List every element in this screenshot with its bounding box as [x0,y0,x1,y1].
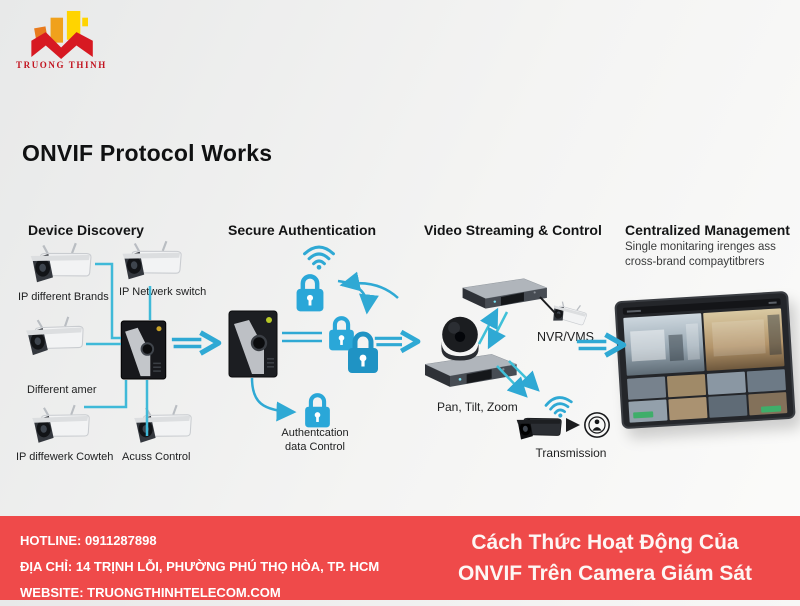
footer-caption-line2: ONVIF Trên Camera Giám Sát [457,562,753,585]
monitor-green-button [633,411,654,419]
bullet-camera-icon [126,401,200,451]
step-arrow-icon [374,328,422,355]
label-access-control: Acuss Control [122,451,191,463]
bullet-camera-icon [22,239,99,290]
transmission-camera-icon [509,409,569,446]
padlock-icon [301,390,334,430]
camera-feed [623,313,705,376]
subtitle-line2: cross-brand compaytitbrers [625,256,765,268]
camera-feed [703,308,785,371]
step-arrow-icon [171,329,223,357]
label-ip-network-switch: IP Netwerk switch [119,286,207,298]
ptz-camera [441,316,479,361]
monitor-main-feeds [623,308,785,376]
label-transmission: Transmission [535,446,607,460]
nvr-device [458,274,550,314]
padlock-icon [292,271,328,314]
auth-caption-line2: data Control [285,441,345,453]
subtitle-line1: Single monitaring irenges ass [625,241,776,253]
footer-caption: Cách Thức Hoạt Động Của ONVIF Trên Camer… [420,527,790,589]
brand-logo-text: TRUONG THINH [16,60,107,70]
brand-logo: TRUONG THINH [16,8,126,70]
footer-caption-line1: Cách Thức Hoạt Động Của [471,531,739,554]
label-different-camera: Different amer [27,384,97,396]
auth-caption-line1: Authentcation [281,427,349,439]
monitor-green-button [760,405,782,413]
brand-logo-icon [31,10,93,59]
step-arrow-icon [576,330,628,360]
step-title-video-streaming: Video Streaming & Control [424,222,602,238]
footer-address: ĐỊA CHỈ: 14 TRỊNH LỖI, PHƯỜNG PHÚ THỌ HÒ… [20,559,380,574]
page-title: ONVIF Protocol Works [22,140,273,166]
step-title-secure-authentication: Secure Authentication [228,222,377,238]
bullet-camera-icon [18,312,92,363]
label-ip-different-brands: IP different Brands [18,291,109,303]
footer-contact-block: HOTLINE: 0911287898 ĐỊA CHỈ: 14 TRỊNH LỖ… [20,528,379,606]
footer-website: WEBSITE: TRUONGTHINHTELECOM.COM [20,585,281,600]
bullet-camera-icon [24,401,98,451]
step-title-centralized-management: Centralized Management [625,222,790,238]
bullet-camera-icon [115,238,190,288]
mini-camera-icon [546,298,592,332]
label-authentication-data-control: Authentcation data Control [258,426,372,454]
footer-hotline: HOTLINE: 0911287898 [20,533,157,548]
step-title-device-discovery: Device Discovery [28,222,144,238]
wifi-icon [300,243,338,270]
footer-bar: HOTLINE: 0911287898 ĐỊA CHỈ: 14 TRỊNH LỖ… [0,516,800,600]
broadcast-icon [584,412,610,438]
label-ip-camera: IP diffewerk Cowteh [16,451,114,463]
centralized-management-subtitle: Single monitaring irenges ass cross-bran… [625,240,795,270]
authentication-device [228,310,278,378]
network-hub-device [120,320,167,380]
management-monitor [614,290,796,430]
label-pan-tilt-zoom: Pan, Tilt, Zoom [437,400,518,414]
